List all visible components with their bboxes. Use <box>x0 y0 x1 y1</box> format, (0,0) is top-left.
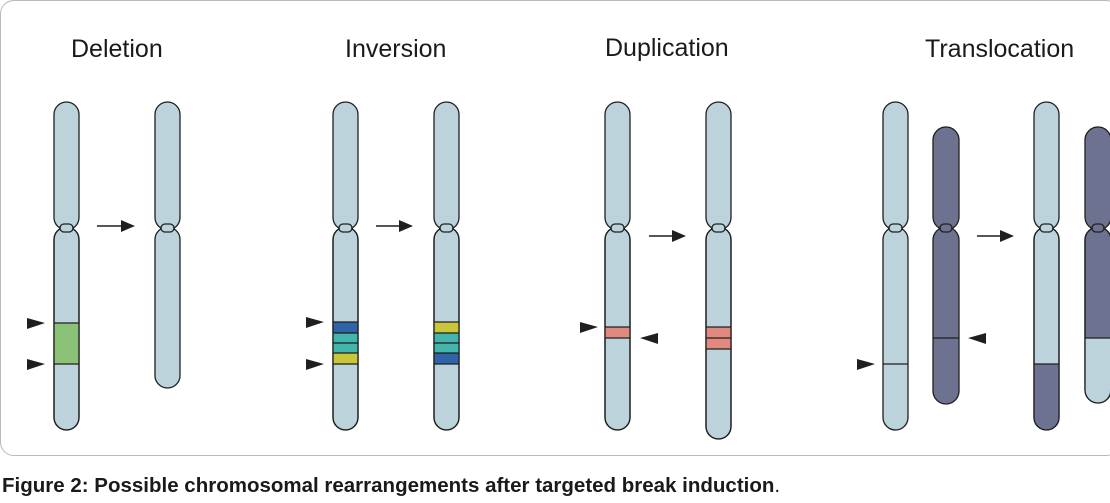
translocation-dark-chromosome <box>932 126 960 405</box>
figure-label: Figure 2: <box>2 474 89 497</box>
break-site-arrow <box>580 322 598 333</box>
figure-caption: Figure 2: Possible chromosomal rearrange… <box>2 474 781 497</box>
break-site-arrow <box>968 333 986 344</box>
deletion-original-chromosome <box>53 101 80 431</box>
translocation-result-light-chromosome <box>1033 101 1060 431</box>
rearrangement-diagram <box>27 101 1110 440</box>
reaction-arrow <box>376 220 413 232</box>
translocation-light-chromosome <box>882 101 909 431</box>
break-site-arrow <box>27 359 45 370</box>
break-site-arrow <box>640 333 658 344</box>
heading-inversion: Inversion <box>345 35 447 63</box>
figure-panel <box>0 0 1110 456</box>
break-site-arrow <box>306 359 324 370</box>
break-site-arrow <box>857 359 875 370</box>
heading-translocation: Translocation <box>925 35 1075 63</box>
inversion-original-chromosome <box>332 101 359 431</box>
deletion-result-chromosome <box>154 101 181 389</box>
inversion-result-chromosome <box>433 101 460 431</box>
deleted-segment <box>54 323 79 364</box>
caption-period: . <box>774 474 781 497</box>
figure-caption-text: Possible chromosomal rearrangements afte… <box>94 474 775 497</box>
reaction-arrow <box>649 230 686 242</box>
heading-duplication: Duplication <box>605 34 729 62</box>
translocation-result-dark-chromosome <box>1084 126 1110 404</box>
break-site-arrow <box>306 317 324 328</box>
reaction-arrow <box>97 220 135 232</box>
duplication-result-chromosome <box>705 101 732 440</box>
reaction-arrow <box>977 230 1014 242</box>
heading-deletion: Deletion <box>71 35 163 63</box>
duplication-original-chromosome <box>604 101 631 431</box>
duplicated-segment <box>605 327 630 338</box>
break-site-arrow <box>27 318 45 329</box>
